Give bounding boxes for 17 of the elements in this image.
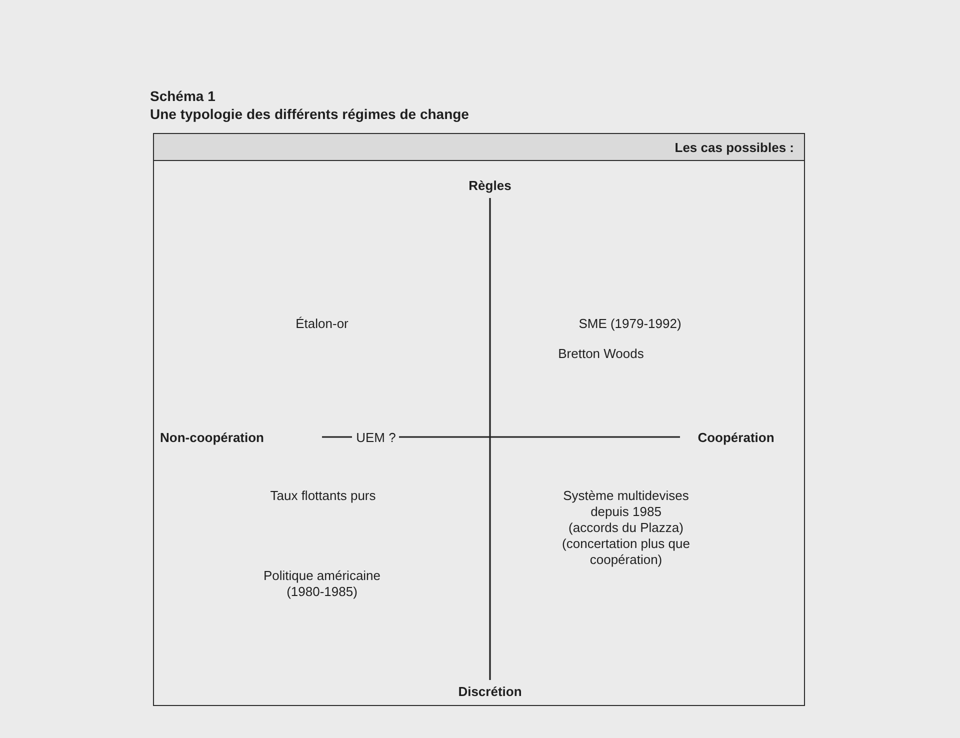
diagram-frame (153, 133, 805, 706)
regime-label: Bretton Woods (557, 346, 645, 362)
axis-label: Coopération (696, 430, 776, 446)
regime-label: Politique américaine (1980-1985) (262, 568, 382, 600)
subtitle: Une typologie des différents régimes de change (150, 106, 470, 122)
axis-label: Règles (468, 178, 512, 194)
regime-label: (accords du Plazza) (568, 520, 684, 536)
axis-label: Discrétion (457, 684, 523, 700)
regime-label: Système multidevises depuis 1985 (562, 488, 690, 520)
regime-label: SME (1979-1992) (578, 316, 682, 332)
regime-label: Étalon-or (294, 316, 350, 332)
regime-label: (concertation plus que coopération) (561, 536, 691, 568)
regime-label: Taux flottants purs (269, 488, 377, 504)
header-text: Les cas possibles : (674, 140, 794, 155)
figure-title: Schéma 1 (150, 88, 216, 104)
axis-label: Non-coopération (160, 430, 265, 446)
axis-label: UEM ? (355, 430, 397, 446)
